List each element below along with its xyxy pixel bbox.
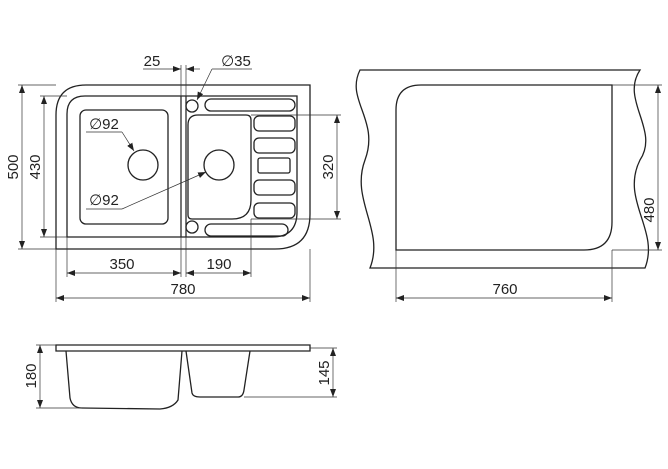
cutout-view: 480 760 bbox=[355, 69, 662, 302]
dim-right-drain: ∅92 bbox=[89, 192, 119, 209]
dim-overall-width: 780 bbox=[170, 281, 195, 298]
dim-left-bowl-width: 350 bbox=[109, 256, 134, 273]
left-bowl bbox=[79, 109, 169, 225]
dim-right-bowl-depth: 320 bbox=[320, 154, 337, 179]
dim-left-drain: ∅92 bbox=[89, 116, 119, 133]
dim-divider-width: 25 bbox=[144, 53, 161, 70]
sink-rim bbox=[66, 95, 298, 238]
dim-right-bowl-width: 190 bbox=[206, 256, 231, 273]
drainer-grooves bbox=[204, 98, 296, 237]
dim-cutout-width: 760 bbox=[492, 281, 517, 298]
left-drain bbox=[127, 149, 159, 181]
dim-right-bowl-height: 145 bbox=[316, 360, 333, 385]
sink-outline bbox=[55, 84, 311, 250]
side-view: 180 145 bbox=[23, 344, 337, 410]
dim-left-bowl-height: 180 bbox=[23, 363, 40, 388]
sink-top-flange bbox=[55, 344, 311, 352]
right-bowl-profile bbox=[185, 350, 251, 398]
top-view: 500 430 350 190 780 320 25 ∅35 ∅92 ∅92 bbox=[5, 53, 341, 302]
overflow-hole bbox=[185, 220, 199, 234]
right-drain bbox=[203, 149, 235, 181]
tap-hole bbox=[185, 99, 199, 113]
right-bowl bbox=[187, 114, 252, 220]
cutout-outline bbox=[395, 84, 613, 251]
left-bowl-profile bbox=[65, 350, 183, 410]
dim-tap-hole: ∅35 bbox=[221, 53, 251, 70]
dim-inner-depth: 430 bbox=[27, 154, 44, 179]
dim-overall-depth: 500 bbox=[5, 154, 22, 179]
dim-cutout-depth: 480 bbox=[641, 197, 658, 222]
countertop-outline bbox=[355, 69, 650, 269]
